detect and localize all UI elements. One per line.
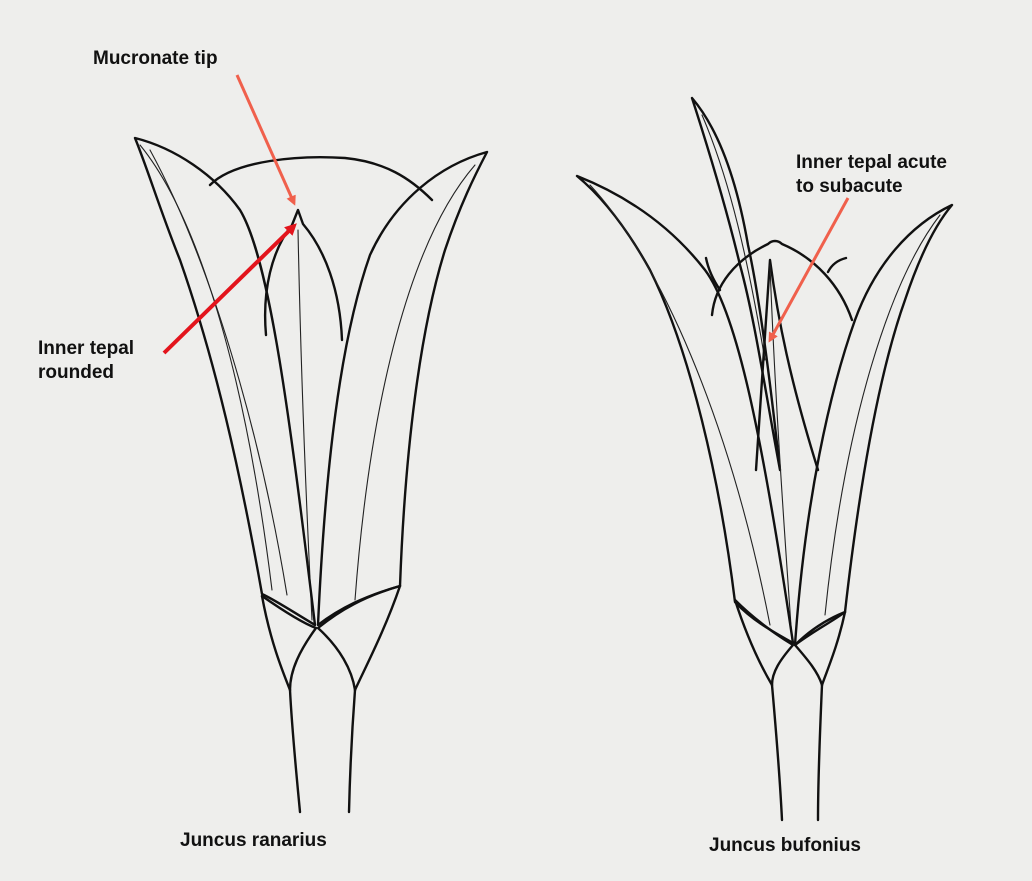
left-outer-tepal-vein — [590, 185, 770, 625]
right-outer-tepal — [318, 152, 487, 625]
left-outer-tepal — [135, 138, 315, 625]
right-outer-tepal — [795, 205, 952, 645]
inner-tepal-midvein — [298, 230, 312, 620]
back-outer-tepal — [692, 98, 780, 470]
stem — [772, 685, 822, 820]
species-label-juncus-bufonius: Juncus bufonius — [709, 834, 861, 858]
inner-tepal-dome — [712, 241, 852, 320]
left-outer-tepal-vein2 — [140, 145, 272, 590]
front-inner-tepal — [756, 260, 818, 470]
juncus-ranarius-drawing — [135, 138, 487, 812]
bract-right — [318, 586, 400, 690]
stem — [290, 690, 355, 812]
left-outer-tepal-vein — [150, 150, 287, 595]
bract-right — [795, 612, 845, 685]
inner-tepal-acute-arrow — [770, 198, 848, 340]
mucronate-tip-label: Mucronate tip — [93, 47, 218, 71]
inner-tepal-rounded-label: Inner tepal rounded — [38, 337, 134, 385]
right-outer-tepal-vein — [825, 215, 940, 615]
right-outer-tepal-vein — [355, 165, 475, 600]
front-inner-tepal — [265, 210, 342, 340]
back-inner-tepal-dome — [210, 157, 432, 200]
mucronate-tip-arrow — [237, 75, 294, 203]
bract-outline — [262, 586, 400, 690]
inner-tepal-tip-right — [828, 258, 846, 272]
juncus-bufonius-drawing — [577, 98, 952, 820]
species-label-juncus-ranarius: Juncus ranarius — [180, 829, 327, 853]
inner-tepal-acute-label: Inner tepal acute to subacute — [796, 151, 947, 199]
